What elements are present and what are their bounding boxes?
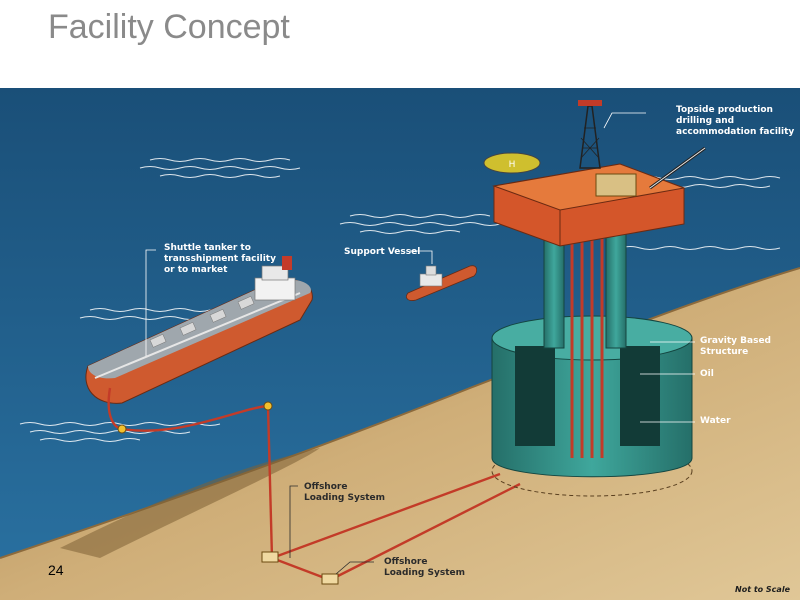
- page-number: 24: [48, 562, 64, 578]
- gbs-callout: Gravity Based Structure: [700, 336, 771, 357]
- footprint-outline: [491, 445, 693, 497]
- topside-callout: Topside production drilling and accommod…: [676, 105, 795, 137]
- scale-note: Not to Scale: [735, 585, 790, 594]
- support-vessel: [406, 265, 478, 301]
- buoy: [117, 424, 127, 434]
- shuttle-tanker: [85, 256, 313, 404]
- facility-illustration: H: [0, 88, 800, 600]
- buoy: [263, 401, 273, 411]
- leader-lines-dark: [289, 485, 374, 575]
- loading-base: [321, 573, 339, 585]
- leader-lines: [145, 112, 695, 423]
- gravity-based-structure: [491, 227, 693, 478]
- seabed-edge: [0, 267, 800, 559]
- oil-callout: Oil: [700, 369, 714, 379]
- topside-platform: H: [483, 100, 706, 247]
- support-vessel-callout: Support Vessel: [344, 247, 421, 257]
- helideck-mark: H: [509, 160, 516, 170]
- offshore-loading-callout-2: Offshore Loading System: [384, 557, 465, 578]
- water-callout: Water: [700, 416, 731, 426]
- offshore-loading-callout-1: Offshore Loading System: [304, 482, 385, 503]
- tanker-shadow: [60, 448, 320, 558]
- pipelines: [107, 387, 521, 582]
- facility-diagram: H: [0, 88, 800, 600]
- shuttle-tanker-callout: Shuttle tanker to transshipment facility…: [164, 243, 276, 275]
- loading-base: [261, 551, 279, 563]
- slide-title: Facility Concept: [48, 8, 290, 46]
